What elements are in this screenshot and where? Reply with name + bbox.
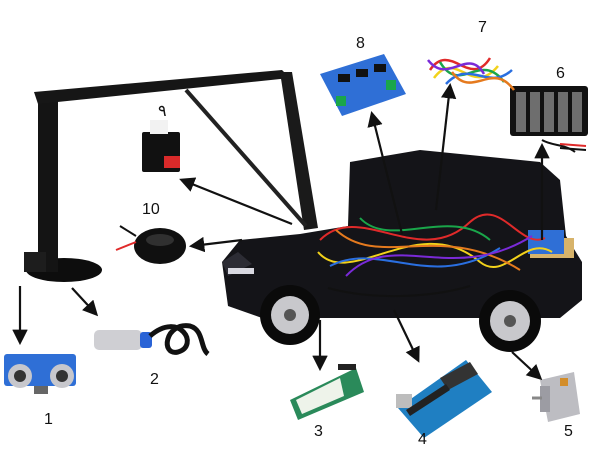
servo-motor bbox=[142, 120, 180, 172]
label-7: 7 bbox=[478, 19, 487, 36]
proximity-sensor bbox=[94, 323, 210, 356]
arrow-2 bbox=[71, 287, 99, 317]
dc-motor bbox=[532, 372, 580, 422]
label-1: 1 bbox=[44, 411, 53, 428]
bluetooth-module bbox=[290, 364, 364, 420]
jumper-wires bbox=[427, 57, 516, 91]
arrow-4 bbox=[393, 309, 420, 363]
arduino-board bbox=[396, 360, 492, 438]
label-4: 4 bbox=[418, 431, 427, 448]
arrow-8 bbox=[367, 111, 404, 235]
battery-holder bbox=[510, 86, 588, 153]
label-8: 8 bbox=[356, 35, 365, 52]
arrow-5 bbox=[511, 351, 543, 381]
label-9: ٩ bbox=[158, 103, 167, 120]
buzzer bbox=[115, 225, 186, 264]
motor-driver-shield bbox=[320, 54, 406, 116]
arrow-7 bbox=[434, 82, 457, 211]
arrow-10 bbox=[188, 236, 243, 253]
ultrasonic-sensor bbox=[4, 354, 76, 394]
car-body bbox=[222, 150, 582, 352]
arrow-9 bbox=[179, 177, 293, 226]
label-5: 5 bbox=[564, 423, 573, 440]
wiring-harness bbox=[317, 213, 553, 298]
label-3: 3 bbox=[314, 423, 323, 440]
robot-arm bbox=[24, 70, 318, 282]
label-6: 6 bbox=[556, 65, 565, 82]
label-2: 2 bbox=[150, 371, 159, 388]
pointer-arrows bbox=[12, 82, 550, 381]
label-10: 10 bbox=[142, 201, 160, 218]
